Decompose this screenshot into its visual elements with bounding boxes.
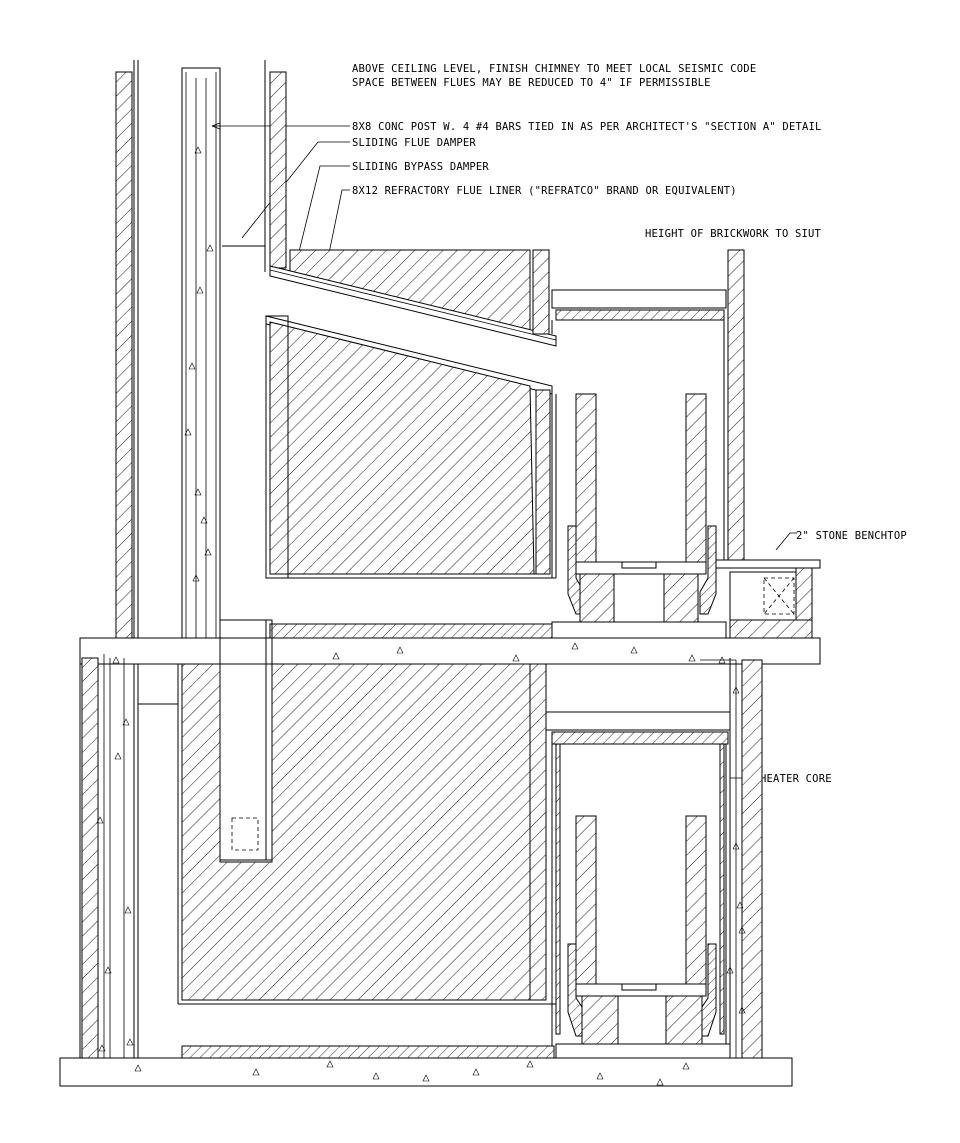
chimney-left-wall — [115, 60, 139, 1058]
aggregate-mark — [104, 966, 112, 974]
lower-masonry-block — [177, 663, 558, 1005]
aggregate-mark — [192, 574, 200, 582]
heater-core — [545, 711, 731, 1046]
right-lower-wall — [700, 658, 763, 1074]
aggregate-mark — [134, 1064, 142, 1072]
aggregate-mark — [184, 428, 192, 436]
aggregate-mark — [512, 654, 520, 662]
left-lower-wall — [79, 638, 178, 1070]
stone-benchtop-note: 2" STONE BENCHTOP — [796, 530, 907, 542]
base-slab — [59, 1043, 793, 1087]
right-brick-wall-upper — [715, 249, 821, 639]
brickwork-height-note: HEIGHT OF BRICKWORK TO SIUT — [645, 228, 822, 240]
aggregate-mark — [738, 1006, 746, 1014]
aggregate-mark — [204, 548, 212, 556]
aggregate-mark — [571, 642, 579, 650]
flue-damper-note: SLIDING FLUE DAMPER — [352, 137, 476, 149]
ceiling-note-line1: ABOVE CEILING LEVEL, FINISH CHIMNEY TO M… — [352, 63, 756, 75]
heater-core-note: HEATER CORE — [760, 773, 832, 785]
concrete-aggregate-marks — [96, 146, 746, 1086]
aggregate-mark — [736, 901, 744, 909]
conc-post-note: 8X8 CONC POST W. 4 #4 BARS TIED IN AS PE… — [352, 121, 822, 133]
aggregate-mark — [596, 1072, 604, 1080]
aggregate-mark — [718, 656, 726, 664]
aggregate-mark — [422, 1074, 430, 1082]
aggregate-mark — [372, 1072, 380, 1080]
aggregate-mark — [326, 1060, 334, 1068]
aggregate-mark — [472, 1068, 480, 1076]
aggregate-mark — [656, 1078, 664, 1086]
aggregate-mark — [98, 1044, 106, 1052]
aggregate-mark — [726, 966, 734, 974]
aggregate-mark — [200, 516, 208, 524]
aggregate-mark — [122, 718, 130, 726]
aggregate-mark — [630, 646, 638, 654]
ceiling-note-line2: SPACE BETWEEN FLUES MAY BE REDUCED TO 4"… — [352, 77, 711, 89]
aggregate-mark — [252, 1068, 260, 1076]
aggregate-mark — [526, 1060, 534, 1068]
aggregate-mark — [188, 362, 196, 370]
bypass-damper-note: SLIDING BYPASS DAMPER — [352, 161, 489, 173]
flue-right-wall — [222, 60, 287, 272]
aggregate-mark — [196, 286, 204, 294]
aggregate-mark — [396, 646, 404, 654]
notes-group: ABOVE CEILING LEVEL, FINISH CHIMNEY TO M… — [352, 63, 907, 785]
mid-slab — [79, 621, 821, 665]
bypass-block — [265, 315, 557, 579]
aggregate-mark — [206, 244, 214, 252]
conc-post — [181, 67, 221, 649]
flue-liner-note: 8X12 REFRACTORY FLUE LINER ("REFRATCO" B… — [352, 185, 737, 197]
aggregate-mark — [124, 906, 132, 914]
aggregate-mark — [96, 816, 104, 824]
aggregate-mark — [112, 656, 120, 664]
aggregate-mark — [732, 842, 740, 850]
aggregate-mark — [332, 652, 340, 660]
aggregate-mark — [114, 752, 122, 760]
aggregate-mark — [738, 926, 746, 934]
flue-damper-liner — [269, 249, 557, 347]
upper-firebox — [551, 289, 727, 623]
aggregate-mark — [126, 1038, 134, 1046]
aggregate-mark — [682, 1062, 690, 1070]
aggregate-mark — [688, 654, 696, 662]
aggregate-mark — [194, 488, 202, 496]
aggregate-mark — [732, 686, 740, 694]
aggregate-mark — [194, 146, 202, 154]
